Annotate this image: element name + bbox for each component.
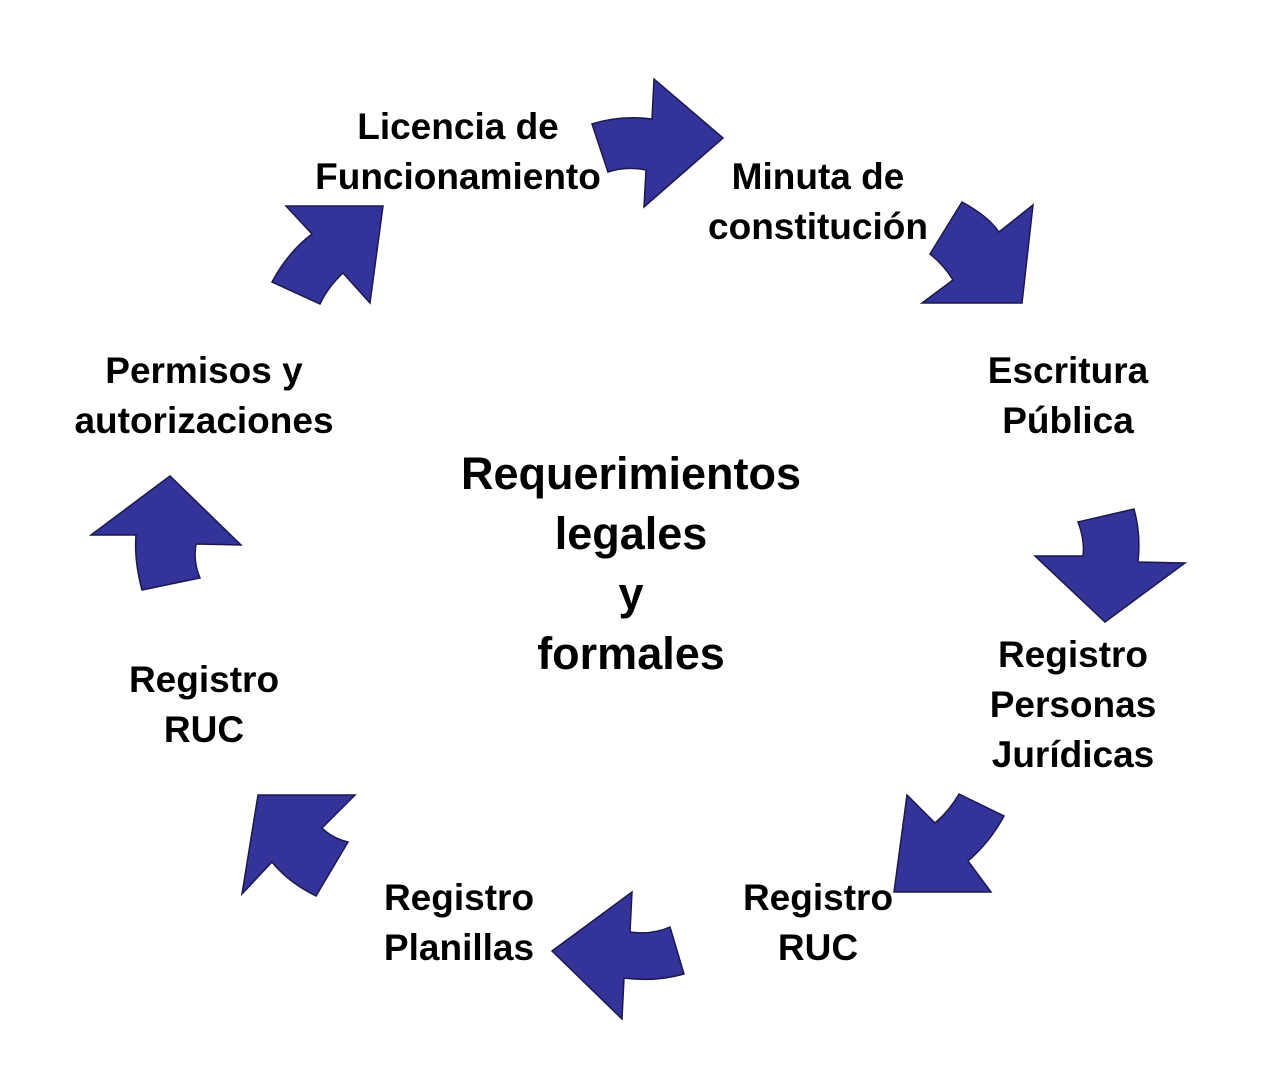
node-registro-ruc-left-line-2: RUC — [163, 709, 245, 750]
node-minuta: Minuta de constitución — [708, 152, 928, 252]
node-registro-personas-line-3: Jurídicas — [991, 734, 1155, 775]
arrow-ruc-to-permisos-icon — [88, 475, 243, 591]
node-permisos-line-1: Permisos y — [105, 350, 303, 391]
arrow-permisos-to-licencia-icon — [270, 205, 384, 305]
node-registro-planillas-line-1: Registro — [383, 877, 535, 918]
node-licencia-line-2: Funcionamiento — [315, 156, 601, 197]
center-title-line-1: Requerimientos — [460, 448, 802, 499]
node-minuta-line-2: constitución — [708, 206, 928, 247]
arrow-planillas-to-ruc-icon — [240, 794, 357, 897]
node-permisos: Permisos y autorizaciones — [74, 346, 333, 446]
node-escritura-line-1: Escritura — [987, 350, 1149, 391]
center-title-line-4: formales — [537, 628, 725, 679]
node-registro-personas-line-1: Registro — [997, 634, 1149, 675]
arrow-minuta-to-escritura-icon — [919, 201, 1034, 304]
node-registro-ruc-right-line-1: Registro — [742, 877, 894, 918]
node-registro-ruc-right: Registro RUC — [743, 873, 893, 973]
center-title-line-3: y — [618, 568, 644, 619]
node-registro-planillas: Registro Planillas — [384, 873, 534, 973]
node-licencia: Licencia de Funcionamiento — [315, 102, 601, 202]
node-registro-ruc-right-line-2: RUC — [777, 927, 859, 968]
node-registro-ruc-left-line-1: Registro — [128, 659, 280, 700]
arrow-licencia-to-minuta-icon — [591, 77, 725, 209]
node-registro-personas-line-2: Personas — [989, 684, 1157, 725]
node-registro-ruc-left: Registro RUC — [129, 655, 279, 755]
node-registro-personas: Registro Personas Jurídicas — [990, 630, 1157, 780]
arrow-personas-to-ruc-icon — [893, 793, 1006, 893]
node-escritura-line-2: Pública — [1002, 400, 1134, 441]
arrow-ruc-to-planillas-icon — [550, 890, 685, 1021]
node-escritura: Escritura Pública — [988, 346, 1148, 446]
node-registro-planillas-line-2: Planillas — [383, 927, 535, 968]
node-permisos-line-2: autorizaciones — [74, 400, 334, 441]
center-title-line-2: legales — [554, 508, 708, 559]
arrow-escritura-to-personas-icon — [1033, 508, 1188, 623]
node-minuta-line-1: Minuta de — [731, 156, 905, 197]
center-title: Requerimientos legales y formales — [461, 444, 801, 684]
node-licencia-line-1: Licencia de — [357, 106, 559, 147]
